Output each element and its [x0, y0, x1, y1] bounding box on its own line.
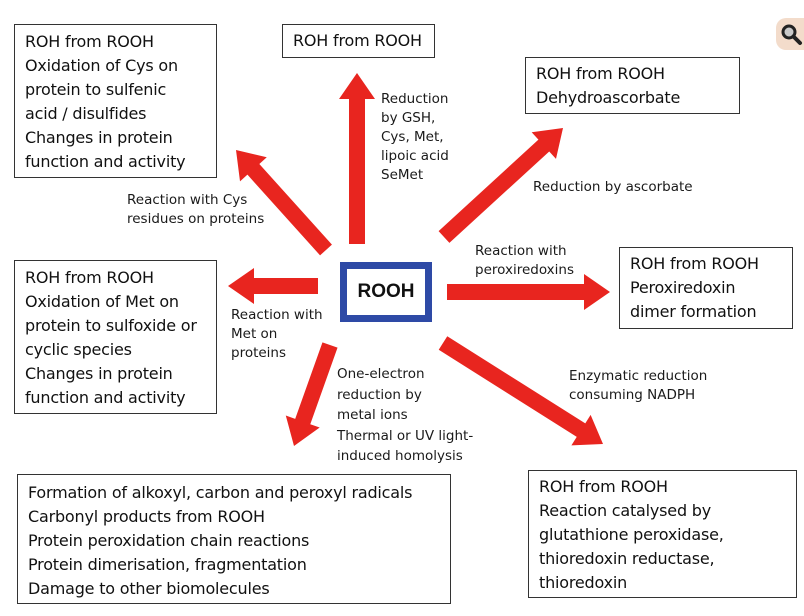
box-top-left: ROH from ROOH Oxidation of Cys on protein … — [14, 24, 217, 178]
box-top-right: ROH from ROOH Dehydroascorbate — [525, 57, 740, 114]
text-line: Thermal or UV light- — [337, 427, 474, 444]
text-line: Reaction with — [231, 307, 323, 323]
text-line: dimer formation — [630, 302, 757, 321]
rooh-center-node: ROOH — [340, 262, 432, 322]
arrow-right — [447, 274, 610, 310]
text-line: thioredoxin reductase, — [539, 549, 715, 568]
text-line: Changes in protein — [25, 128, 173, 147]
center-label: ROOH — [357, 281, 415, 302]
label-up-left-arrow: Reaction with Cys residues on proteins — [127, 191, 264, 229]
text-line: Oxidation of Cys on — [25, 56, 178, 75]
text-line: induced homolysis — [337, 448, 463, 464]
text-line: Carbonyl products from ROOH — [28, 507, 265, 526]
text-line: Formation of alkoxyl, carbon and peroxyl… — [28, 483, 413, 502]
text-line: Protein dimerisation, fragmentation — [28, 555, 307, 574]
text-line: thioredoxin — [539, 573, 628, 592]
text-line: metal ions — [337, 407, 408, 423]
text-line: cyclic species — [25, 340, 132, 359]
text-line: glutathione peroxidase, — [539, 525, 724, 544]
text-line: Reaction with — [475, 243, 567, 259]
text-line: Reaction catalysed by — [539, 501, 712, 520]
text-line: lipoic acid — [381, 148, 449, 164]
text-line: Dehydroascorbate — [536, 88, 681, 107]
text-line: Oxidation of Met on — [25, 292, 179, 311]
arrow-up — [339, 73, 375, 244]
text-line: One-electron — [337, 366, 425, 382]
text-line: Changes in protein — [25, 364, 173, 383]
text-line: Reduction — [381, 91, 449, 107]
text-line: by GSH, — [381, 110, 436, 126]
text-line: protein to sulfoxide or — [25, 316, 197, 335]
arrow-down — [285, 342, 338, 446]
text-line: Cys, Met, — [381, 129, 444, 145]
text-line: function and activity — [25, 152, 186, 171]
text-line: Reaction with Cys — [127, 192, 248, 208]
box-bottom-right: ROH from ROOH Reaction catalysed by glutat… — [528, 470, 797, 598]
arrow-down-right — [438, 336, 603, 446]
arrow-up-right — [438, 128, 563, 243]
text-line: ROH from ROOH — [630, 254, 759, 273]
text-line: ROH from ROOH — [25, 268, 154, 287]
label-up-right-arrow: Reduction by ascorbate — [533, 178, 693, 197]
box-middle-left: ROH from ROOH Oxidation of Met on protein … — [14, 260, 217, 414]
arrow-left — [228, 268, 318, 304]
text-line: ROH from ROOH — [25, 32, 154, 51]
text-line: ROH from ROOH — [539, 477, 668, 496]
label-right-arrow: Reaction with peroxiredoxins — [475, 242, 574, 280]
text-line: function and activity — [25, 388, 186, 407]
text-line: proteins — [231, 345, 287, 361]
text-line: Enzymatic reduction — [569, 368, 708, 384]
text-line: peroxiredoxins — [475, 262, 575, 278]
text-line: acid / disulfides — [25, 104, 147, 123]
label-down-right-arrow: Enzymatic reduction consuming NADPH — [569, 367, 707, 405]
text-line: Met on — [231, 326, 278, 342]
text-line: Reduction by ascorbate — [533, 179, 693, 195]
text-line: SeMet — [381, 167, 424, 183]
text-line: protein to sulfenic — [25, 80, 167, 99]
text-line: Peroxiredoxin — [630, 278, 736, 297]
text-line: Protein peroxidation chain reactions — [28, 531, 310, 550]
text-line: ROH from ROOH — [293, 31, 422, 50]
box-bottom-left: Formation of alkoxyl, carbon and peroxyl… — [17, 474, 451, 604]
text-line: consuming NADPH — [569, 387, 696, 403]
box-middle-right: ROH from ROOH Peroxiredoxin dimer formatio… — [619, 247, 793, 329]
arrow-up-left — [236, 150, 332, 256]
magnifier-icon — [781, 24, 802, 45]
text-line: residues on proteins — [127, 211, 265, 227]
box-top-center: ROH from ROOH — [282, 24, 435, 58]
text-line: Damage to other biomolecules — [28, 579, 270, 598]
text-line: reduction by — [337, 386, 422, 403]
zoom-button[interactable] — [776, 18, 804, 50]
text-line: ROH from ROOH — [536, 64, 665, 83]
